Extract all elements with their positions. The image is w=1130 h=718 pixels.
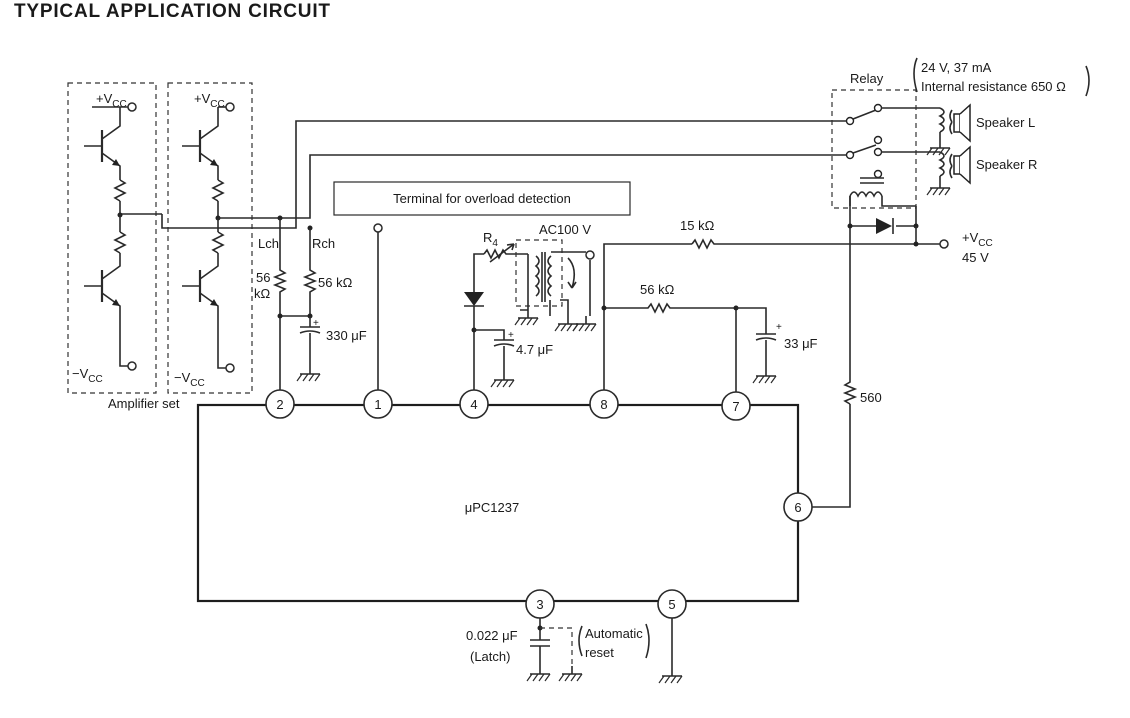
resistor-15k <box>691 238 940 250</box>
svg-text:Speaker L: Speaker L <box>976 115 1035 130</box>
ic-pin-6: 6 <box>783 492 813 522</box>
svg-text:+: + <box>313 318 319 329</box>
resistor-56k-rch <box>302 228 318 316</box>
svg-text:560: 560 <box>860 390 882 405</box>
ac-100v-label: AC100 V <box>539 222 591 237</box>
svg-text:(Latch): (Latch) <box>470 649 510 664</box>
ic-pin-1: 1 <box>363 389 393 419</box>
transistor-lower-right <box>180 256 220 316</box>
svg-text:3: 3 <box>536 597 543 612</box>
svg-text:Terminal for overload detectio: Terminal for overload detection <box>393 191 571 206</box>
resistor-56k-lch <box>272 218 288 398</box>
transistor-upper-left <box>82 116 122 176</box>
relay-label: Relay <box>850 71 884 86</box>
svg-text:+: + <box>776 322 782 333</box>
svg-text:7: 7 <box>732 399 739 414</box>
amplifier-left-channel-box <box>67 82 157 394</box>
capacitor-330uf <box>299 316 321 366</box>
svg-text:33 μF: 33 μF <box>784 336 818 351</box>
r4-label: R4 <box>483 230 498 249</box>
svg-text:8: 8 <box>600 397 607 412</box>
svg-text:0.022 μF: 0.022 μF <box>466 628 518 643</box>
svg-text:330 μF: 330 μF <box>326 328 367 343</box>
svg-text:Automatic: Automatic <box>585 626 643 641</box>
speaker-r: Speaker R <box>926 145 1037 196</box>
svg-text:1: 1 <box>374 397 381 412</box>
svg-text:+: + <box>508 330 514 341</box>
ic-pin-8: 8 <box>589 389 619 419</box>
ic-pin-4: 4 <box>459 389 489 419</box>
svg-text:+VCC: +VCC <box>194 91 225 110</box>
page-title: TYPICAL APPLICATION CIRCUIT <box>14 1 331 22</box>
overload-terminal-box <box>333 181 631 216</box>
svg-text:5: 5 <box>668 597 675 612</box>
emitter-resistor <box>113 179 127 202</box>
svg-text:15 kΩ: 15 kΩ <box>680 218 715 233</box>
svg-text:4.7 μF: 4.7 μF <box>516 342 553 357</box>
ic-pin-7: 7 <box>721 391 751 421</box>
svg-text:56 kΩ: 56 kΩ <box>640 282 675 297</box>
vcc-supply-label: +VCC <box>962 230 993 249</box>
relay-spec-1: 24 V, 37 mA <box>921 60 992 75</box>
svg-text:Speaker R: Speaker R <box>976 157 1037 172</box>
capacitor-0-022uf <box>530 618 550 666</box>
capacitor-4-7uf <box>474 329 515 372</box>
resistor-560 <box>842 196 858 405</box>
vcc-terminal <box>127 102 137 112</box>
svg-text:2: 2 <box>276 397 283 412</box>
svg-text:reset: reset <box>585 645 614 660</box>
svg-text:4: 4 <box>470 397 477 412</box>
transformer-box <box>515 239 563 307</box>
rch-label: Rch <box>312 236 335 251</box>
svg-text:kΩ: kΩ <box>254 286 271 301</box>
ic-name: μPC1237 <box>465 500 519 515</box>
lch-label: Lch <box>258 236 279 251</box>
speaker-l: Speaker L <box>926 103 1035 156</box>
relay-spec-2: Internal resistance 650 Ω <box>921 79 1066 94</box>
ic-pin-5: 5 <box>657 589 687 619</box>
ic-pin-2: 2 <box>265 389 295 419</box>
diode <box>464 292 484 306</box>
transistor-lower-left <box>82 256 122 316</box>
vcc-negative-label: −VCC <box>72 366 103 385</box>
vcc-supply-terminal <box>939 239 949 249</box>
svg-text:6: 6 <box>794 500 801 515</box>
transistor-upper-right <box>180 116 220 176</box>
rch-wire <box>218 154 846 219</box>
svg-text:−VCC: −VCC <box>174 370 205 389</box>
amplifier-set: +VCC −VCC +VCC −VCC Amplifier set <box>67 82 253 411</box>
resistor-56k-pin7 <box>604 302 737 392</box>
amplifier-set-label: Amplifier set <box>108 396 180 411</box>
svg-text:56: 56 <box>256 270 270 285</box>
amplifier-right-channel-box <box>167 82 253 394</box>
capacitor-33uf <box>736 307 777 368</box>
ic-pin-3: 3 <box>525 589 555 619</box>
svg-text:56 kΩ: 56 kΩ <box>318 275 353 290</box>
resistor-r4 <box>483 248 528 260</box>
lch-wire <box>161 120 846 229</box>
relay: Relay 24 V, 37 mA Internal resistance 65… <box>831 57 1090 247</box>
vcc-positive-label: +VCC <box>96 91 127 110</box>
svg-text:45 V: 45 V <box>962 250 989 265</box>
